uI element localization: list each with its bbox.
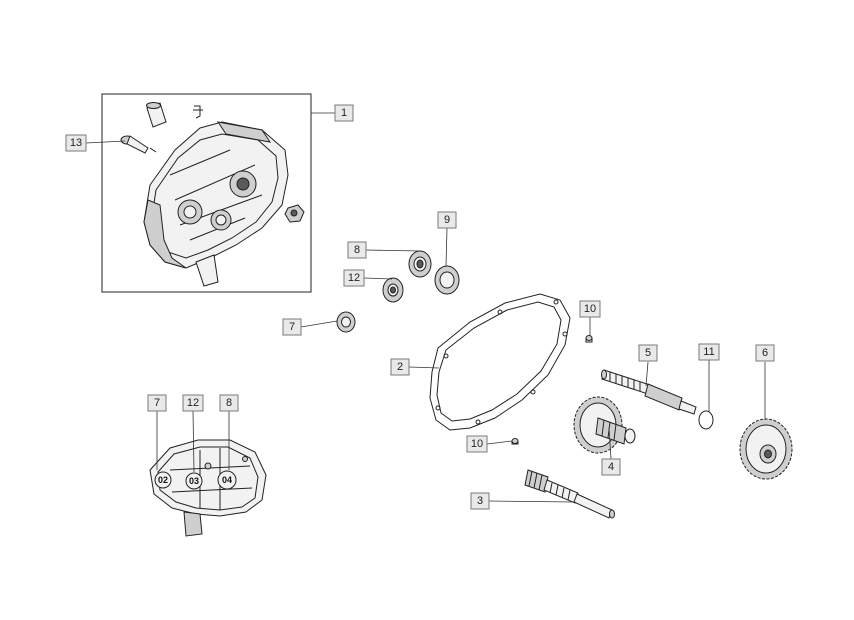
callout-1: 1: [334, 104, 354, 122]
bolt-13-part: [120, 135, 157, 154]
svg-text:9: 9: [444, 214, 450, 226]
callout-8: 8: [347, 241, 367, 259]
svg-text:10: 10: [471, 438, 483, 450]
inset-housing-view: 02 03 04: [149, 439, 267, 537]
pin-part: [193, 105, 203, 119]
inset-bore-02: [154, 471, 172, 489]
svg-text:7: 7: [289, 321, 295, 333]
svg-text:5: 5: [645, 347, 651, 359]
shaft-3: [524, 469, 615, 519]
gear-4: [573, 396, 636, 454]
callout-inset-12: 12: [182, 394, 204, 412]
callout-12: 12: [343, 269, 365, 287]
callout-6: 6: [755, 344, 775, 362]
shaft-5: [601, 369, 697, 415]
circlip-11: [698, 410, 714, 430]
inset-bore-label-03: 03: [189, 476, 199, 486]
svg-text:4: 4: [608, 461, 614, 473]
inset-bore-label-04: 04: [222, 475, 232, 485]
callout-10-upper: 10: [579, 300, 601, 318]
callout-9: 9: [437, 211, 457, 229]
svg-text:8: 8: [354, 244, 360, 256]
callout-4: 4: [601, 458, 621, 476]
svg-text:7: 7: [154, 397, 160, 409]
callout-7: 7: [282, 318, 302, 336]
svg-text:11: 11: [703, 346, 714, 358]
bearing-12: [382, 277, 404, 303]
callout-inset-7: 7: [147, 394, 167, 412]
svg-text:12: 12: [187, 397, 199, 409]
inset-bore-03: [185, 472, 203, 490]
gasket-2: [429, 293, 571, 431]
svg-text:8: 8: [226, 397, 232, 409]
callout-inset-8: 8: [219, 394, 239, 412]
inset-bore-label-02: 02: [158, 475, 168, 485]
callout-2: 2: [390, 358, 410, 376]
leader-lines: [85, 112, 766, 503]
gear-6: [739, 418, 793, 480]
callout-13: 13: [65, 134, 87, 152]
svg-text:10: 10: [584, 303, 596, 315]
svg-text:12: 12: [348, 272, 360, 284]
svg-text:2: 2: [397, 361, 403, 373]
dowel-pin-10-lower: [511, 438, 519, 445]
bearing-7: [336, 311, 356, 333]
callout-11: 11: [698, 343, 720, 361]
callout-5: 5: [638, 344, 658, 362]
housing-cover-group: [101, 93, 312, 293]
dowel-pin-10-upper: [585, 335, 593, 343]
inset-bore-04: [217, 470, 237, 490]
svg-text:6: 6: [762, 347, 768, 359]
svg-text:1: 1: [341, 107, 347, 119]
seal-9: [434, 265, 460, 295]
callout-3: 3: [470, 492, 490, 510]
callout-10-lower: 10: [466, 435, 488, 453]
svg-text:3: 3: [477, 495, 483, 507]
svg-text:13: 13: [70, 137, 82, 149]
bearing-8: [408, 250, 432, 278]
nut-part: [284, 204, 305, 223]
